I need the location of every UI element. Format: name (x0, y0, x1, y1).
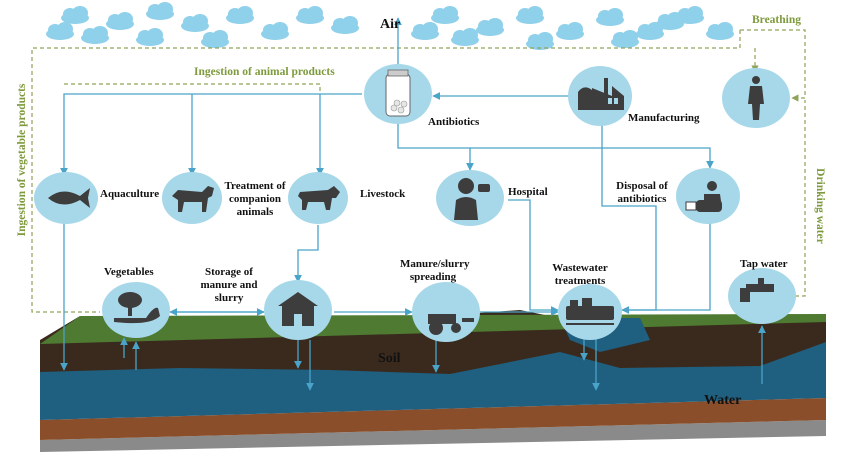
breathing-label: Breathing (752, 14, 801, 26)
node-circles (34, 64, 796, 342)
dog-icon (172, 186, 214, 212)
wastewater-label: Wastewater treatments (552, 262, 608, 287)
dashed-pathways (31, 29, 806, 313)
antibiotics-label: Antibiotics (428, 116, 480, 128)
human-icon (748, 76, 764, 120)
vegetables-label: Vegetables (104, 266, 154, 278)
drinking-water-label: Drinking water (814, 168, 826, 244)
storage-label: Storage of manure and slurry (200, 266, 258, 304)
tractor-icon (428, 314, 474, 335)
companion-animals-label: Treatment of companion animals (224, 180, 286, 218)
ingestion-animal-label: Ingestion of animal products (194, 66, 335, 78)
disposal-label: Disposal of antibiotics (616, 180, 668, 205)
doctor-icon (454, 178, 490, 220)
house-icon (278, 292, 318, 326)
livestock-label: Livestock (360, 188, 406, 200)
faucet-icon (740, 278, 774, 302)
ingestion-vegetable-label: Ingestion of vegetable products (16, 83, 28, 237)
hospital-label: Hospital (508, 186, 548, 198)
treatment-plant-icon (566, 298, 614, 325)
water-label: Water (704, 393, 742, 408)
jar-icon (385, 69, 411, 117)
factory-icon (578, 78, 624, 110)
disposal-icon (685, 181, 722, 212)
tap-water-label: Tap water (740, 258, 788, 270)
soil-label: Soil (378, 351, 401, 366)
fish-icon (48, 188, 90, 208)
air-label: Air (380, 17, 401, 32)
aquaculture-label: Aquaculture (100, 188, 160, 200)
manure-spreading-label: Manure/slurry spreading (400, 258, 470, 283)
flow-arrows (60, 17, 766, 391)
tree-icon (114, 292, 160, 324)
cow-icon (298, 186, 340, 210)
manufacturing-label: Manufacturing (628, 112, 700, 124)
